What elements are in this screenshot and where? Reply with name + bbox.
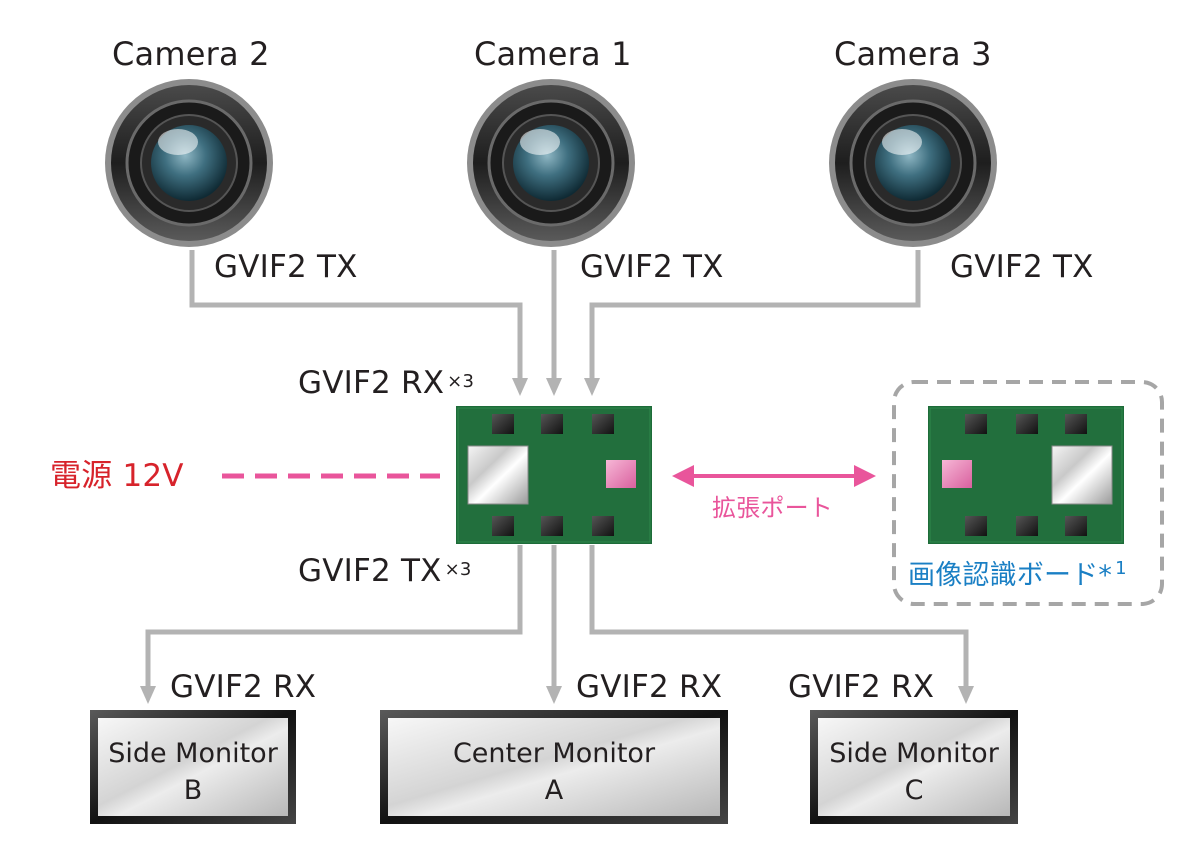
monitor-b-rx-label: GVIF2 RX [170, 669, 317, 705]
camera-3-title: Camera 3 [834, 35, 992, 73]
camera-2-title: Camera 2 [112, 35, 270, 73]
main-board-tx-label: GVIF2 TX×3 [298, 556, 472, 587]
monitor-a-id: A [544, 775, 564, 806]
main-board-icon [456, 406, 652, 544]
monitor-c-id: C [904, 775, 924, 806]
monitor-a-name: Center Monitor [452, 738, 656, 769]
monitor-a-icon [380, 710, 728, 824]
main-board-tx-count: ×3 [444, 558, 472, 580]
monitor-c-icon [810, 710, 1018, 824]
monitor-c-rx-label: GVIF2 RX [788, 669, 935, 705]
camera-2-icon [105, 79, 273, 247]
expansion-port-label: 拡張ポート [712, 494, 833, 522]
camera-2-tx-label: GVIF2 TX [214, 249, 358, 285]
recognition-board-text: 画像認識ボード* [908, 559, 1113, 591]
arrow-heads [140, 378, 974, 704]
monitor-c-name: Side Monitor [829, 738, 999, 769]
monitor-a-rx-label: GVIF2 RX [576, 669, 723, 705]
expansion-arrow [672, 465, 876, 487]
main-board-tx-text: GVIF2 TX [298, 553, 442, 589]
monitor-b-icon [90, 710, 296, 824]
recognition-board-label: 画像認識ボード*1 [908, 560, 1127, 589]
camera-3-icon [829, 79, 997, 247]
monitor-b-id: B [183, 775, 203, 806]
camera-1-title: Camera 1 [474, 35, 632, 73]
main-board-rx-label: GVIF2 RX×3 [298, 368, 474, 399]
recognition-board-frame [892, 380, 1164, 606]
recognition-board-icon [928, 406, 1124, 544]
power-label: 電源 12V [50, 458, 184, 494]
main-board-rx-text: GVIF2 RX [298, 365, 445, 401]
monitor-b-name: Side Monitor [108, 738, 278, 769]
camera-1-tx-label: GVIF2 TX [580, 249, 724, 285]
camera-1-icon [467, 79, 635, 247]
monitor-c-screen: Side Monitor C [818, 735, 1010, 815]
camera-3-tx-label: GVIF2 TX [950, 249, 1094, 285]
recognition-board-note-mark: 1 [1115, 558, 1127, 579]
monitor-b-screen: Side Monitor B [98, 735, 288, 815]
monitor-a-screen: Center Monitor A [388, 735, 720, 815]
main-board-rx-count: ×3 [447, 370, 475, 392]
signal-lines [145, 250, 969, 688]
